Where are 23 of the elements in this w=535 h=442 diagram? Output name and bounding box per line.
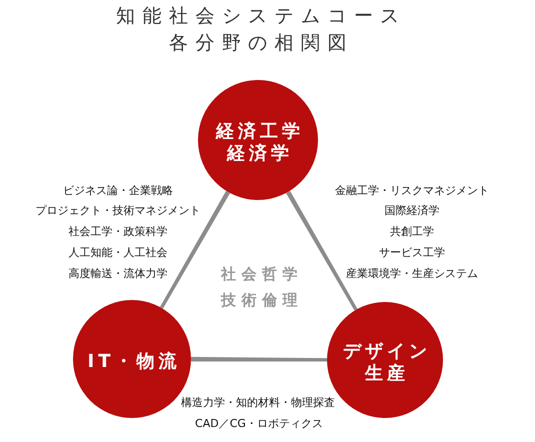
topic-label: 共創工学	[390, 226, 434, 238]
connector-line	[160, 190, 230, 309]
circle-label: IT・物流	[86, 350, 180, 372]
center-label: 技術倫理	[220, 292, 303, 308]
circle-label: デザイン	[342, 340, 431, 362]
topic-label: サービス工学	[379, 246, 445, 260]
topic-label: 金融工学・リスクマネジメント	[335, 184, 489, 198]
topic-label: 国際経済学	[384, 204, 440, 218]
topic-label: ビジネス論・企業戦略	[63, 184, 173, 198]
connector-line	[286, 190, 358, 311]
circle-label: 経済学	[226, 142, 293, 164]
topic-label: 構造力学・知的材料・物理探査	[181, 396, 335, 410]
center-label: 社会哲学	[220, 266, 303, 282]
topic-label: 社会工学・政策科学	[68, 226, 168, 238]
title: 知能社会システムコース各分野の相関図	[115, 4, 408, 56]
topic-label: CAD／CG・ロボティクス	[195, 418, 323, 430]
circle-label: 経済工学	[214, 120, 304, 142]
topic-label: プロジェクト・技術マネジメント	[36, 204, 200, 218]
topic-label: 産業環境学・生産システム	[346, 268, 478, 280]
circle-label: 生産	[364, 362, 409, 384]
connector-line	[191, 356, 327, 362]
topic-label: 高度輸送・流体力学	[68, 268, 168, 280]
topic-label: 人工知能・人工社会	[68, 246, 168, 260]
